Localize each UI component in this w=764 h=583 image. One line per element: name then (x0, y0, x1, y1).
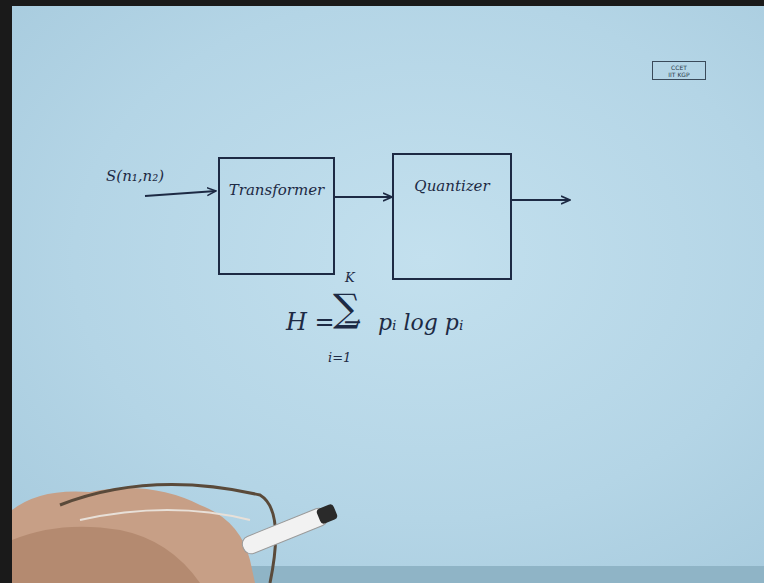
logo-text: IIT KGP (668, 71, 689, 78)
signal-name: S(n₁,n₂) (106, 167, 164, 185)
sum-symbol: ∑ (333, 289, 360, 327)
flow-arrow (335, 196, 392, 198)
output-arrow (512, 199, 570, 201)
box-label: Quantizer (394, 177, 510, 195)
input-arrow (145, 191, 216, 196)
quantizer-box: Quantizer (392, 153, 512, 280)
whiteboard (12, 6, 764, 566)
hand-photo (12, 485, 338, 583)
transform-box: Transformer (218, 157, 335, 275)
logo-text: CCET (671, 64, 687, 71)
box-label: Transformer (220, 181, 333, 199)
logo-box: CCETIIT KGP (652, 61, 706, 80)
sum-limit: i=1 (328, 350, 351, 365)
sum-limit: K (345, 270, 355, 285)
formula-text: pᵢ log pᵢ (378, 310, 463, 335)
